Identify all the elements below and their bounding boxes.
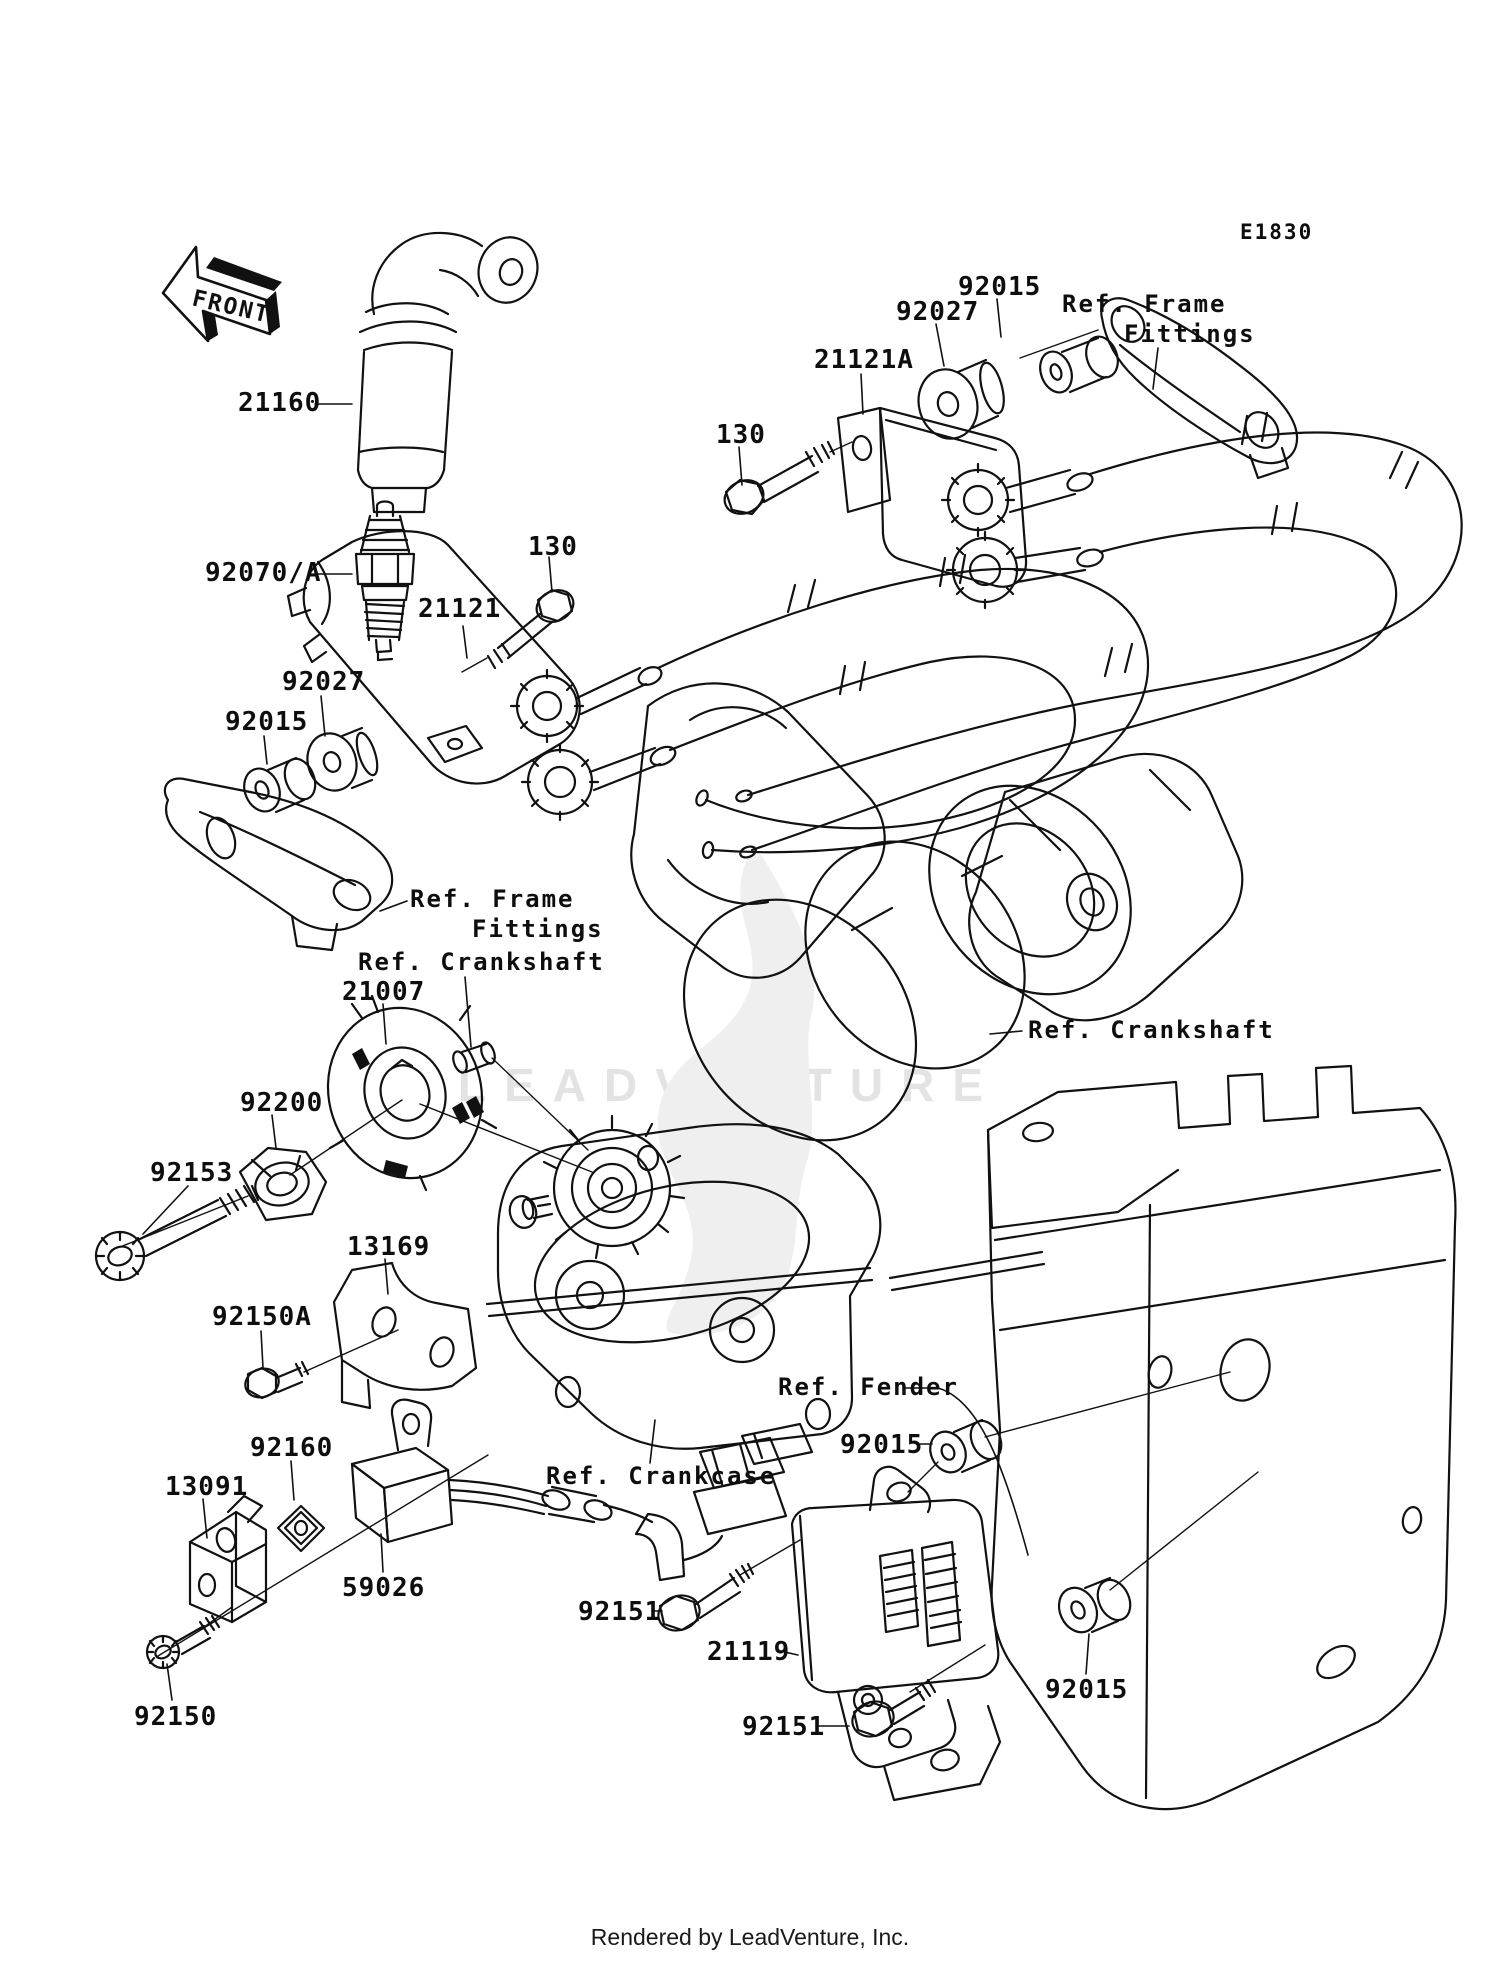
leader-line-ref-fender — [902, 1387, 1029, 1556]
spark-plug-92070 — [354, 500, 416, 662]
grommet-92015-bottom-right — [1057, 1576, 1132, 1634]
bolt-130-middle — [486, 588, 575, 670]
timing-rotor-21007 — [326, 994, 498, 1192]
bracket-13091 — [188, 1494, 268, 1624]
nut-92200 — [238, 1146, 328, 1222]
footer-credit: Rendered by LeadVenture, Inc. — [590, 1924, 910, 1950]
spark-plug-wires — [656, 411, 1463, 860]
washer-92027-left — [306, 726, 379, 792]
assembly-lines — [119, 329, 1259, 1693]
bolt-92151-upper — [657, 1562, 755, 1632]
bolt-92151-lower — [851, 1678, 937, 1738]
watermark-flame-icon — [657, 845, 815, 1335]
grommet-92015-upper — [1039, 335, 1119, 394]
bolt-130-upper — [723, 440, 836, 516]
grommet-92015-middle — [929, 1418, 1003, 1474]
bracket-13169 — [332, 1261, 478, 1410]
igniter-21119 — [790, 1465, 1002, 1802]
ignition-coil-21121a — [836, 406, 1104, 610]
frame-fitting-bracket-left — [163, 777, 394, 952]
washer-92027-upper — [917, 358, 1005, 440]
damper-92160 — [276, 1504, 326, 1553]
crankshaft — [521, 682, 1244, 1260]
ignition-coil-21121 — [286, 530, 677, 822]
crankcase — [485, 1123, 1046, 1450]
front-arrow: FRONT — [161, 245, 282, 343]
bolt-92150a — [244, 1360, 310, 1400]
relay-59026 — [350, 1398, 814, 1582]
bolt-92150 — [145, 1614, 221, 1670]
bolt-92153 — [94, 1184, 260, 1282]
wire-sleeves — [786, 411, 1420, 696]
spark-plug-cap-21160 — [356, 231, 539, 514]
fender-panel — [986, 1064, 1457, 1811]
frame-fitting-bracket-top — [1100, 297, 1299, 480]
leader-lines — [142, 298, 1159, 1727]
